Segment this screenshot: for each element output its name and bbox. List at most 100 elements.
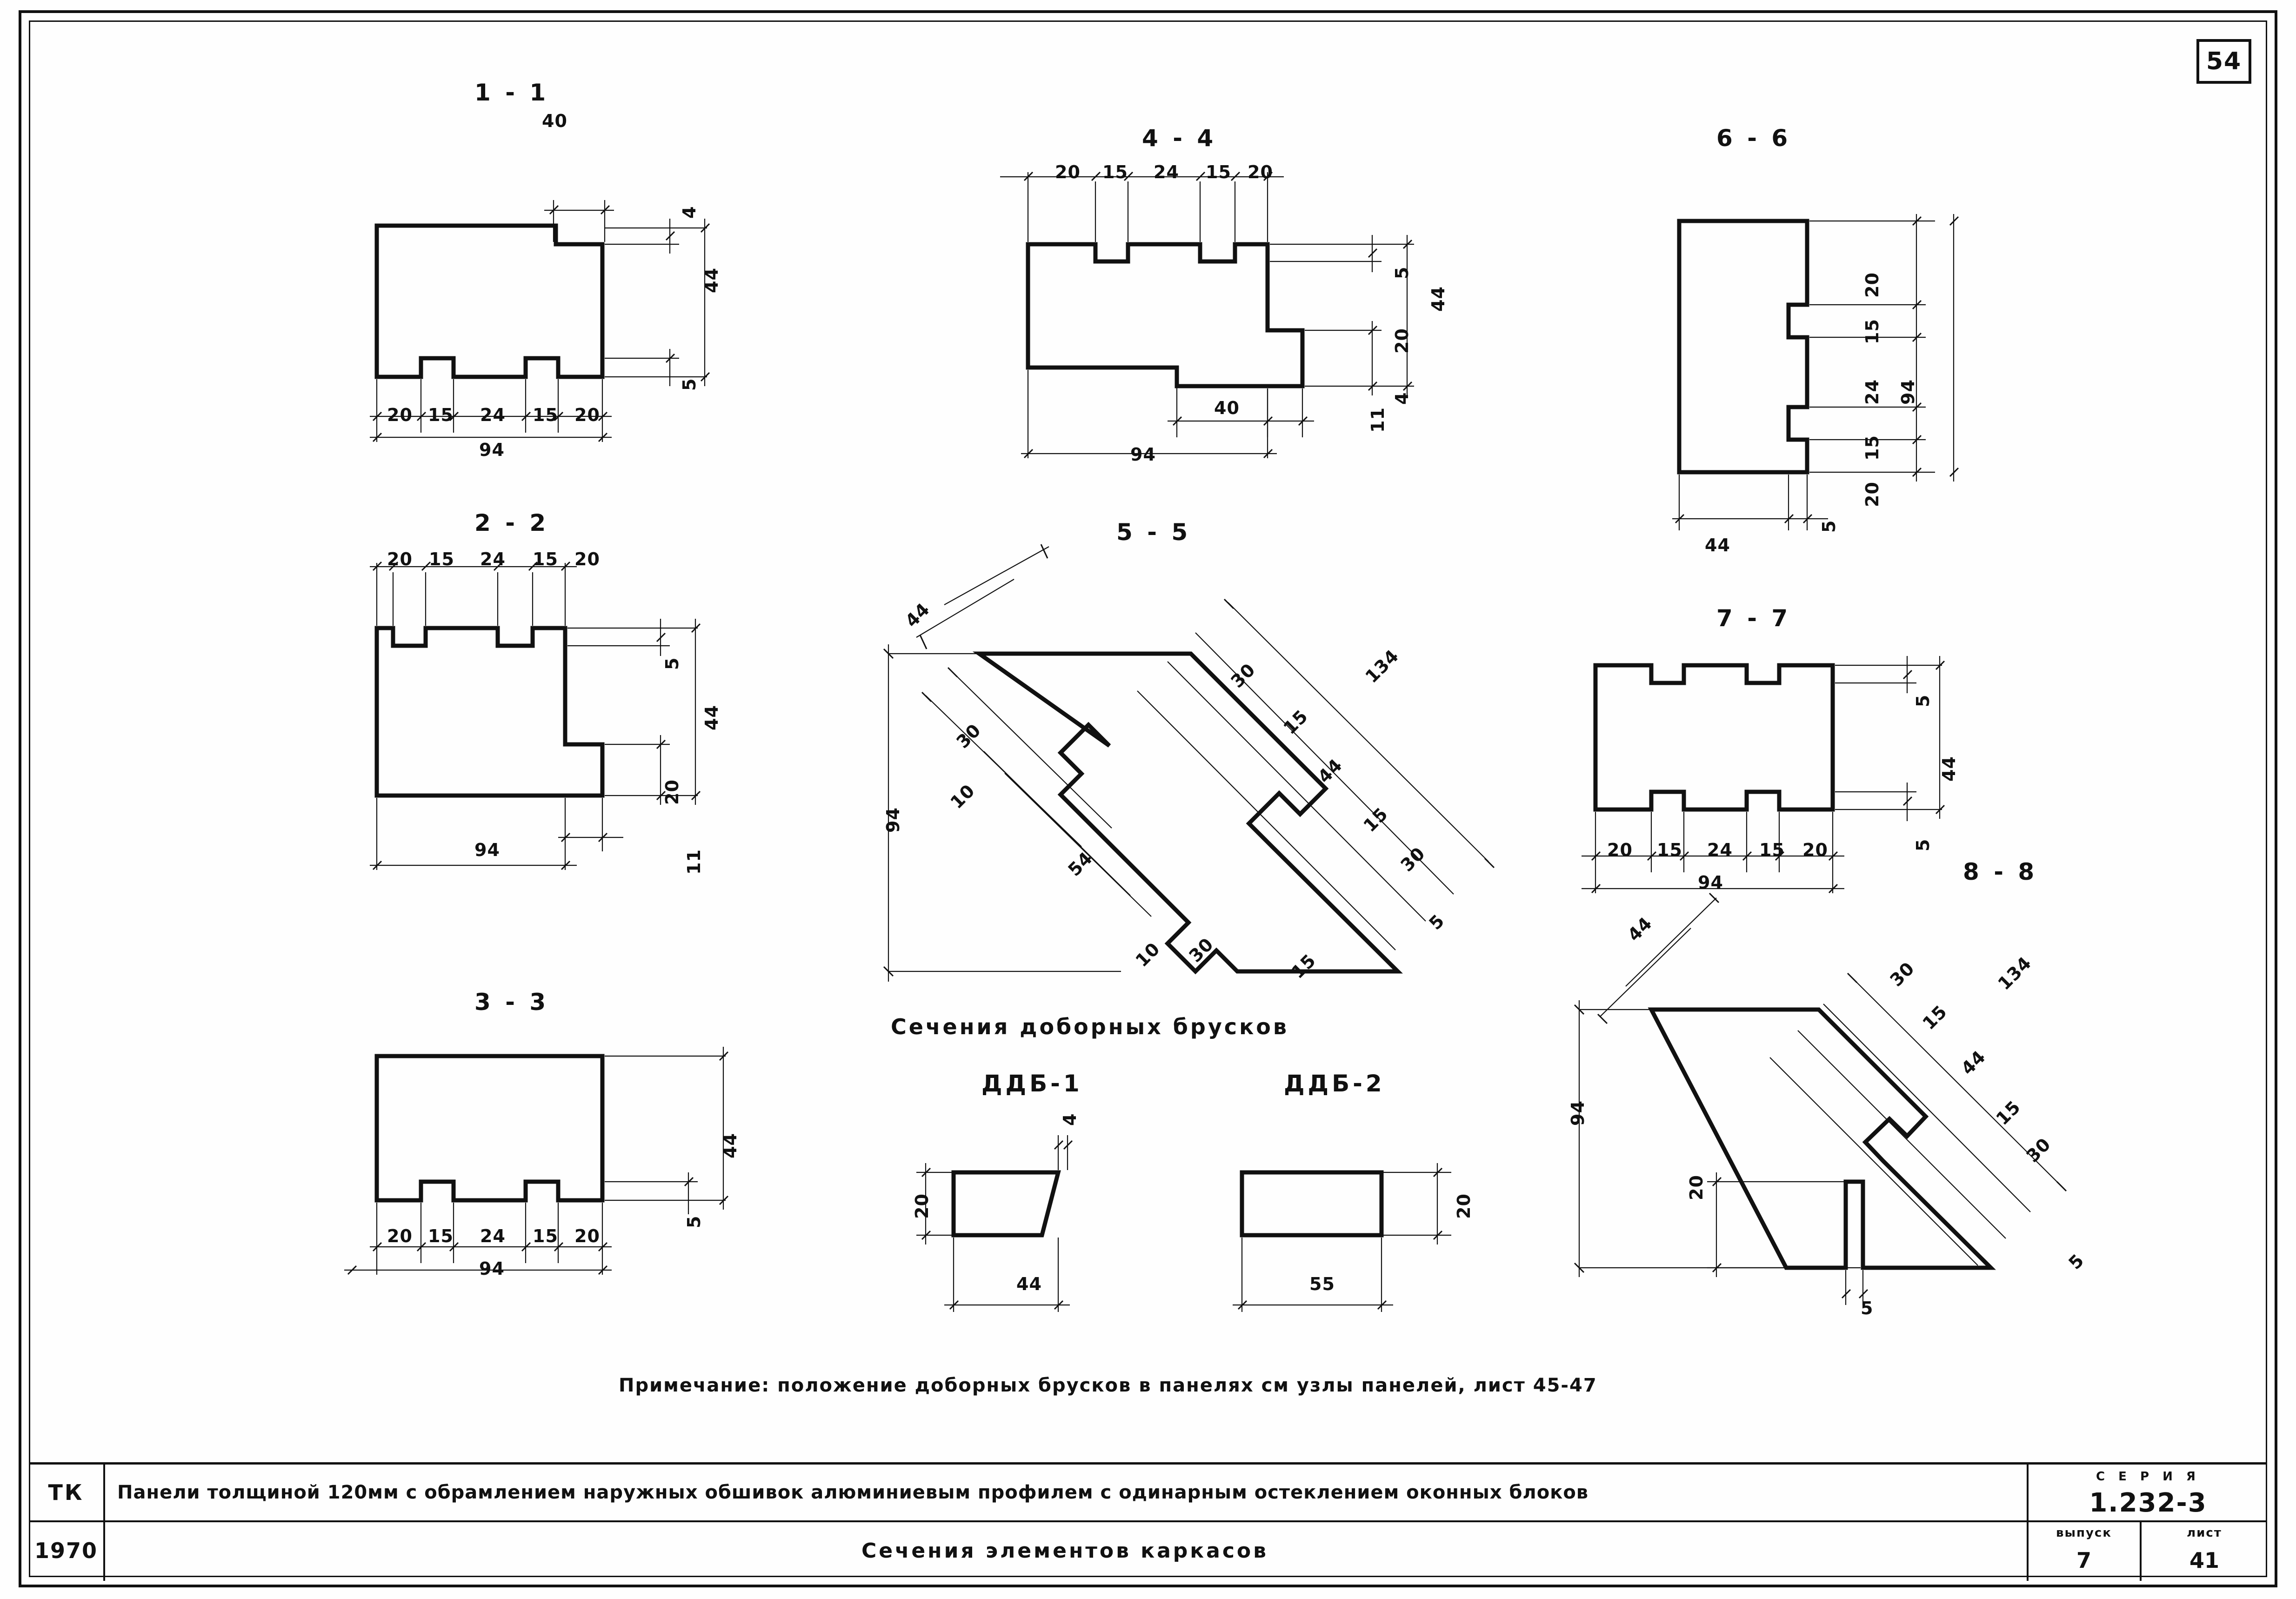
dim-1-1-r0: 4 <box>679 206 700 219</box>
title-block-list-value: 41 <box>2189 1548 2219 1573</box>
dim-dobor1-h: 20 <box>912 1193 932 1219</box>
section-drawing-3-3 <box>344 1047 729 1275</box>
section-title-8-8: 8 - 8 <box>1963 858 2038 885</box>
dim-8-8-i1: 5 <box>1861 1298 1874 1318</box>
title-block-series-label: С Е Р И Я <box>2096 1470 2200 1484</box>
dim-4-4-b0: 40 <box>1214 398 1240 418</box>
dim-4-4-t4: 20 <box>1248 162 1273 182</box>
dim-2-2-r2: 20 <box>662 779 682 805</box>
section-title-5-5: 5 - 5 <box>1116 519 1191 546</box>
dim-3-3-overall: 94 <box>479 1258 505 1279</box>
section-drawing-4-4 <box>1000 171 1414 459</box>
dim-1-1-b0: 20 <box>387 405 413 425</box>
dim-2-2-overall: 94 <box>474 840 500 860</box>
dim-7-7-r1: 44 <box>1939 756 1959 782</box>
section-title-6-6: 6 - 6 <box>1716 125 1791 152</box>
section-drawing-5-5 <box>883 544 1495 982</box>
dim-3-3-b4: 20 <box>574 1226 600 1246</box>
dim-4-4-t0: 20 <box>1055 162 1081 182</box>
section-drawing-7-7 <box>1582 656 1945 894</box>
dim-2-2-r0: 5 <box>662 657 682 670</box>
dim-2-2-r1: 44 <box>701 705 722 730</box>
dim-2-2-t4: 20 <box>574 549 600 569</box>
section-drawing-1-1 <box>370 200 710 442</box>
title-block-line1: Панели толщиной 120мм с обрамлением нару… <box>117 1482 1589 1503</box>
dim-4-4-b1: 11 <box>1368 407 1388 433</box>
dim-4-4-t1: 15 <box>1102 162 1128 182</box>
sheet-frame-outer <box>19 10 2277 1587</box>
section-drawing-6-6 <box>1672 214 1959 530</box>
section-title-1-1: 1 - 1 <box>474 79 549 106</box>
dobor-drawing-1 <box>916 1135 1073 1312</box>
dim-8-8-i0: 20 <box>1686 1175 1707 1200</box>
dim-4-4-r2: 4 <box>1392 392 1412 405</box>
dim-1-1-top-40: 40 <box>542 111 567 131</box>
dim-7-7-overall: 94 <box>1698 872 1723 893</box>
dim-3-3-r1: 5 <box>684 1215 704 1228</box>
dim-2-2-t1: 15 <box>429 549 454 569</box>
sheet-frame-inner <box>29 20 2267 1577</box>
dim-3-3-b3: 15 <box>533 1226 558 1246</box>
dim-1-1-b1: 15 <box>428 405 454 425</box>
dim-4-4-r3: 44 <box>1428 286 1448 312</box>
page-number-box: 54 <box>2196 39 2251 84</box>
title-block: ТК 1970 Панели толщиной 120мм с обрамлен… <box>29 1462 2267 1581</box>
section-title-2-2: 2 - 2 <box>474 509 549 536</box>
dim-dobor1-w: 44 <box>1016 1274 1042 1294</box>
title-block-vypusk-label: выпуск <box>2056 1526 2112 1540</box>
dim-1-1-b3: 15 <box>533 405 558 425</box>
dim-1-1-r1: 44 <box>701 268 722 293</box>
dim-4-4-r0: 5 <box>1392 266 1412 279</box>
title-block-org: ТК <box>48 1480 84 1505</box>
dobor-label-1: ДДБ-1 <box>981 1070 1083 1097</box>
dim-6-6-r3: 15 <box>1862 435 1882 461</box>
section-drawing-8-8 <box>1574 892 2067 1305</box>
dim-7-7-b4: 20 <box>1802 840 1828 860</box>
section-drawing-2-2 <box>370 561 701 870</box>
dim-1-1-overall: 94 <box>479 440 505 460</box>
dim-6-6-b0: 44 <box>1705 535 1730 555</box>
dim-1-1-b4: 20 <box>574 405 600 425</box>
dim-7-7-r2: 5 <box>1913 838 1933 851</box>
note-text: Примечание: положение доборных брусков в… <box>619 1375 1597 1396</box>
dobor-label-2: ДДБ-2 <box>1284 1070 1385 1097</box>
dim-6-6-r1: 15 <box>1862 319 1882 344</box>
dim-7-7-b1: 15 <box>1657 840 1682 860</box>
title-block-list-label: лист <box>2187 1526 2222 1540</box>
dim-3-3-b1: 15 <box>428 1226 454 1246</box>
section-title-3-3: 3 - 3 <box>474 989 549 1016</box>
title-block-vypusk-value: 7 <box>2076 1548 2091 1573</box>
dim-3-3-r0: 44 <box>720 1133 741 1158</box>
section-title-4-4: 4 - 4 <box>1142 125 1217 152</box>
dim-dobor1-top: 4 <box>1060 1113 1080 1126</box>
dim-1-1-r2: 5 <box>679 378 700 391</box>
dim-3-3-b0: 20 <box>387 1226 413 1246</box>
dim-7-7-b2: 24 <box>1707 840 1733 860</box>
dobor-drawing-2 <box>1233 1163 1451 1312</box>
dim-6-6-r4: 20 <box>1862 482 1882 507</box>
dim-6-6-r2: 24 <box>1862 379 1882 405</box>
dim-6-6-b1: 5 <box>1819 520 1839 533</box>
dim-2-2-t0: 20 <box>387 549 413 569</box>
dobor-group-title: Сечения доборных брусков <box>891 1014 1289 1039</box>
dim-2-2-t3: 15 <box>533 549 558 569</box>
title-block-series-value: 1.232-3 <box>2089 1487 2207 1518</box>
dim-7-7-b0: 20 <box>1607 840 1633 860</box>
section-title-7-7: 7 - 7 <box>1716 605 1791 632</box>
dim-6-6-overall: 94 <box>1898 379 1918 405</box>
dim-4-4-t3: 15 <box>1206 162 1231 182</box>
dim-8-8-l1: 94 <box>1568 1100 1588 1126</box>
title-block-line2: Сечения элементов каркасов <box>861 1539 1268 1563</box>
dim-2-2-r3: 11 <box>684 849 704 875</box>
title-block-year: 1970 <box>34 1538 98 1563</box>
dim-7-7-r0: 5 <box>1913 694 1933 707</box>
dim-dobor2-w: 55 <box>1309 1274 1335 1294</box>
dim-4-4-t2: 24 <box>1154 162 1179 182</box>
dim-7-7-b3: 15 <box>1759 840 1785 860</box>
dim-1-1-b2: 24 <box>480 405 506 425</box>
dim-6-6-r0: 20 <box>1862 272 1882 298</box>
dim-4-4-r1: 20 <box>1392 328 1412 354</box>
dim-dobor2-h: 20 <box>1454 1193 1474 1219</box>
dim-3-3-b2: 24 <box>480 1226 506 1246</box>
